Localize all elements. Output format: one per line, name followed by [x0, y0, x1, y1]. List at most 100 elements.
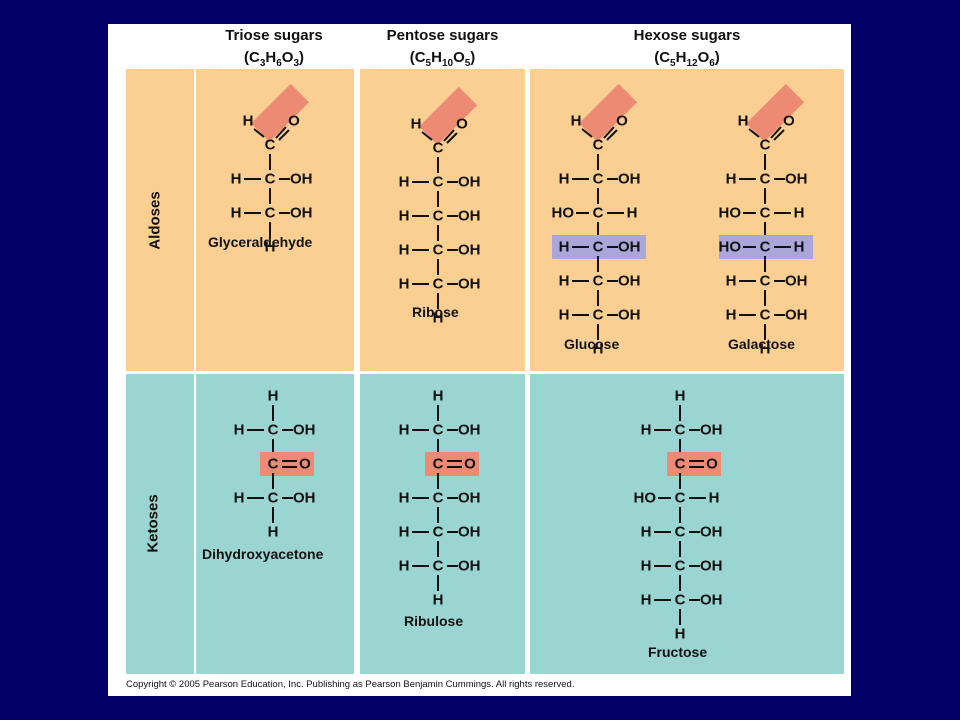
ribose-carbonyl-highlight: [419, 86, 478, 145]
name-ribulose: Ribulose: [404, 613, 464, 629]
ribulose-terminal-h: H: [433, 592, 444, 609]
fructose-terminal-h: H: [675, 388, 686, 405]
panel-ketose-hexose: [530, 374, 844, 674]
dihydroxyacetone-h-atom: H: [234, 422, 245, 439]
ribulose-oh-group: OH: [458, 558, 481, 575]
fructose-h-atom: H: [709, 490, 720, 507]
glyceraldehyde-oh-group: OH: [290, 205, 313, 222]
ribulose-h-atom: H: [399, 558, 410, 575]
copyright-text: Copyright © 2005 Pearson Education, Inc.…: [126, 679, 575, 690]
galactose-h-atom: H: [726, 171, 737, 188]
ribose-bond: [443, 129, 455, 142]
name-ribose: Ribose: [412, 304, 459, 320]
glucose-ho-group: HO: [552, 205, 575, 222]
dihydroxyacetone-carbon: C: [268, 456, 279, 473]
dihydroxyacetone-oh-group: OH: [293, 490, 316, 507]
ribose-carbon: C: [433, 174, 444, 191]
ribulose-carbon: C: [433, 422, 444, 439]
glucose-isomer-highlight: [552, 235, 646, 259]
ribulose-oh-group: OH: [458, 490, 481, 507]
galactose-h-atom: H: [726, 307, 737, 324]
panel-ketose-triose: [196, 374, 354, 674]
ribulose-terminal-h: H: [433, 388, 444, 405]
figure-card: Triose sugars (C3H6O3) Pentose sugars (C…: [108, 24, 851, 696]
glucose-bond: [581, 128, 593, 138]
galactose-carbon: C: [760, 307, 771, 324]
panel-ketose-pentose: [360, 374, 525, 674]
glucose-h-atom: H: [559, 273, 570, 290]
ribose-h-atom: H: [399, 276, 410, 293]
galactose-bond: [770, 126, 782, 139]
fructose-carbon: C: [675, 592, 686, 609]
fructose-terminal-h: H: [675, 626, 686, 643]
fructose-oh-group: OH: [700, 592, 723, 609]
ribose-h-atom: H: [399, 174, 410, 191]
galactose-terminal-h: H: [760, 341, 771, 358]
glucose-h-atom: H: [559, 307, 570, 324]
glucose-carbon: C: [593, 205, 604, 222]
glyceraldehyde-bond: [253, 128, 265, 138]
fructose-oh-group: OH: [700, 524, 723, 541]
glucose-h-atom: H: [559, 171, 570, 188]
glyceraldehyde-carbon: C: [265, 171, 276, 188]
dihydroxyacetone-ketone-o: O: [299, 456, 311, 473]
glucose-oh-group: OH: [618, 239, 641, 256]
galactose-h-atom: H: [726, 273, 737, 290]
ribose-aldehyde-h: H: [411, 116, 422, 133]
ribose-h-atom: H: [399, 242, 410, 259]
dihydroxyacetone-h-atom: H: [234, 490, 245, 507]
ribulose-h-atom: H: [399, 422, 410, 439]
glucose-bond: [606, 129, 618, 141]
glucose-carbonyl-highlight: [579, 83, 638, 142]
galactose-carbon: C: [760, 171, 771, 188]
dihydroxyacetone-terminal-h: H: [268, 388, 279, 405]
glucose-bond: [603, 126, 615, 139]
header-hexose-formula: (C5H12O6): [654, 49, 720, 69]
glucose-terminal-h: H: [593, 341, 604, 358]
header-pentose: Pentose sugars (C5H10O5): [360, 28, 525, 69]
header-hexose-title: Hexose sugars: [633, 27, 741, 44]
ribulose-oh-group: OH: [458, 524, 481, 541]
galactose-oh-group: OH: [785, 273, 808, 290]
ketoses-side: [126, 374, 194, 674]
name-dihydroxyacetone: Dihydroxyacetone: [202, 546, 324, 562]
name-galactose: Galactose: [728, 336, 795, 352]
fructose-carbon: C: [675, 456, 686, 473]
fructose-oh-group: OH: [700, 558, 723, 575]
glucose-carbon: C: [593, 307, 604, 324]
name-glucose: Glucose: [564, 336, 620, 352]
header-triose: Triose sugars (C3H6O3): [196, 28, 352, 69]
glucose-oh-group: OH: [618, 171, 641, 188]
ribose-oh-group: OH: [458, 208, 481, 225]
glyceraldehyde-terminal-h: H: [265, 239, 276, 256]
glucose-h-atom: H: [559, 239, 570, 256]
galactose-h-atom: H: [794, 239, 805, 256]
glyceraldehyde-oh-group: OH: [290, 171, 313, 188]
fructose-h-atom: H: [641, 422, 652, 439]
ribose-bond: [421, 131, 433, 141]
ribose-aldehyde-o: O: [456, 116, 468, 133]
dihydroxyacetone-carbon: C: [268, 422, 279, 439]
galactose-bond: [773, 129, 785, 141]
panel-aldose-hexose: [530, 69, 844, 371]
galactose-carbon: C: [760, 137, 771, 154]
ribulose-ketone-o: O: [464, 456, 476, 473]
fructose-ho-group: HO: [634, 490, 657, 507]
galactose-h-atom: H: [794, 205, 805, 222]
ribulose-carbon: C: [433, 456, 444, 473]
galactose-isomer-highlight: [719, 235, 813, 259]
glyceraldehyde-aldehyde-o: O: [288, 113, 300, 130]
fructose-h-atom: H: [641, 524, 652, 541]
glucose-aldehyde-o: O: [616, 113, 628, 130]
glyceraldehyde-carbonyl-highlight: [251, 83, 310, 142]
ribose-oh-group: OH: [458, 174, 481, 191]
glyceraldehyde-aldehyde-h: H: [243, 113, 254, 130]
glucose-carbon: C: [593, 273, 604, 290]
header-triose-formula: (C3H6O3): [243, 49, 305, 69]
glyceraldehyde-bond: [275, 126, 287, 139]
name-glyceraldehyde: Glyceraldehyde: [208, 234, 313, 250]
galactose-carbon: C: [760, 273, 771, 290]
header-hexose: Hexose sugars (C5H12O6): [530, 27, 844, 69]
fructose-carbon: C: [675, 490, 686, 507]
ribose-oh-group: OH: [458, 242, 481, 259]
